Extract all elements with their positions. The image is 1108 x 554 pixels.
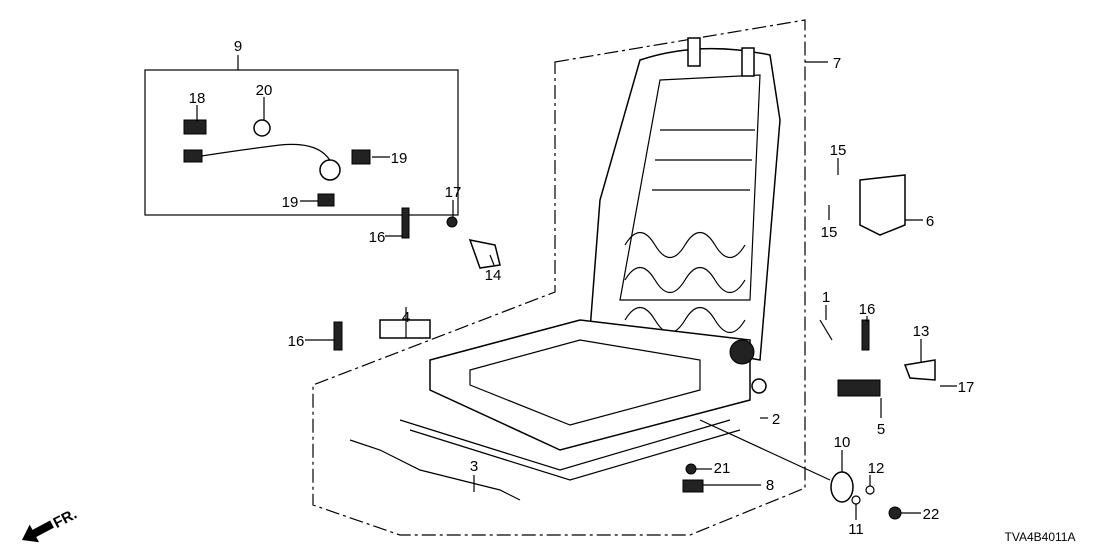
callout-16: 16 (369, 229, 386, 246)
callout-2: 2 (772, 411, 780, 428)
bolt-part-16 (333, 321, 343, 351)
callout-6: 6 (926, 213, 934, 230)
front-label: FR. (50, 506, 79, 532)
callout-15: 15 (830, 142, 847, 159)
cover-part-6 (859, 174, 906, 236)
callout-20: 20 (256, 82, 273, 99)
callout-15: 15 (821, 224, 838, 241)
bracket-part-14 (468, 239, 501, 269)
callout-5: 5 (877, 421, 885, 438)
callout-8: 8 (766, 477, 774, 494)
cover-part-4 (379, 319, 431, 339)
callout-4: 4 (402, 309, 410, 326)
callout-14: 14 (485, 267, 502, 284)
callout-12: 12 (868, 460, 885, 477)
callout-22: 22 (923, 506, 940, 523)
knob-part-10 (830, 471, 854, 503)
seat-cushion-frame (399, 319, 755, 481)
callout-18: 18 (189, 90, 206, 107)
harness-group-box (144, 69, 459, 216)
callout-7: 7 (833, 55, 841, 72)
front-direction-arrow-icon: FR. (22, 506, 80, 543)
callout-19: 19 (391, 150, 408, 167)
bracket-part-13 (903, 359, 936, 381)
callout-19: 19 (282, 194, 299, 211)
callout-16: 16 (288, 333, 305, 350)
seat-frame-assembly-outline (312, 19, 806, 536)
rod-part-3 (349, 439, 521, 501)
callout-3: 3 (470, 458, 478, 475)
callout-16: 16 (859, 301, 876, 318)
callout-1: 1 (822, 289, 830, 306)
callout-11: 11 (848, 521, 864, 538)
callout-10: 10 (834, 434, 851, 451)
wire-harness (183, 119, 371, 207)
bolt-part-16 (861, 319, 870, 351)
callout-21: 21 (714, 460, 731, 477)
seat-back-frame (589, 37, 781, 361)
callout-17: 17 (445, 184, 462, 201)
cover-part-5 (837, 379, 881, 397)
callout-9: 9 (234, 38, 242, 55)
callout-17: 17 (958, 379, 975, 396)
bolt-part-16 (401, 207, 410, 239)
diagram-code: TVA4B4011A (1005, 530, 1076, 544)
callout-13: 13 (913, 323, 930, 340)
